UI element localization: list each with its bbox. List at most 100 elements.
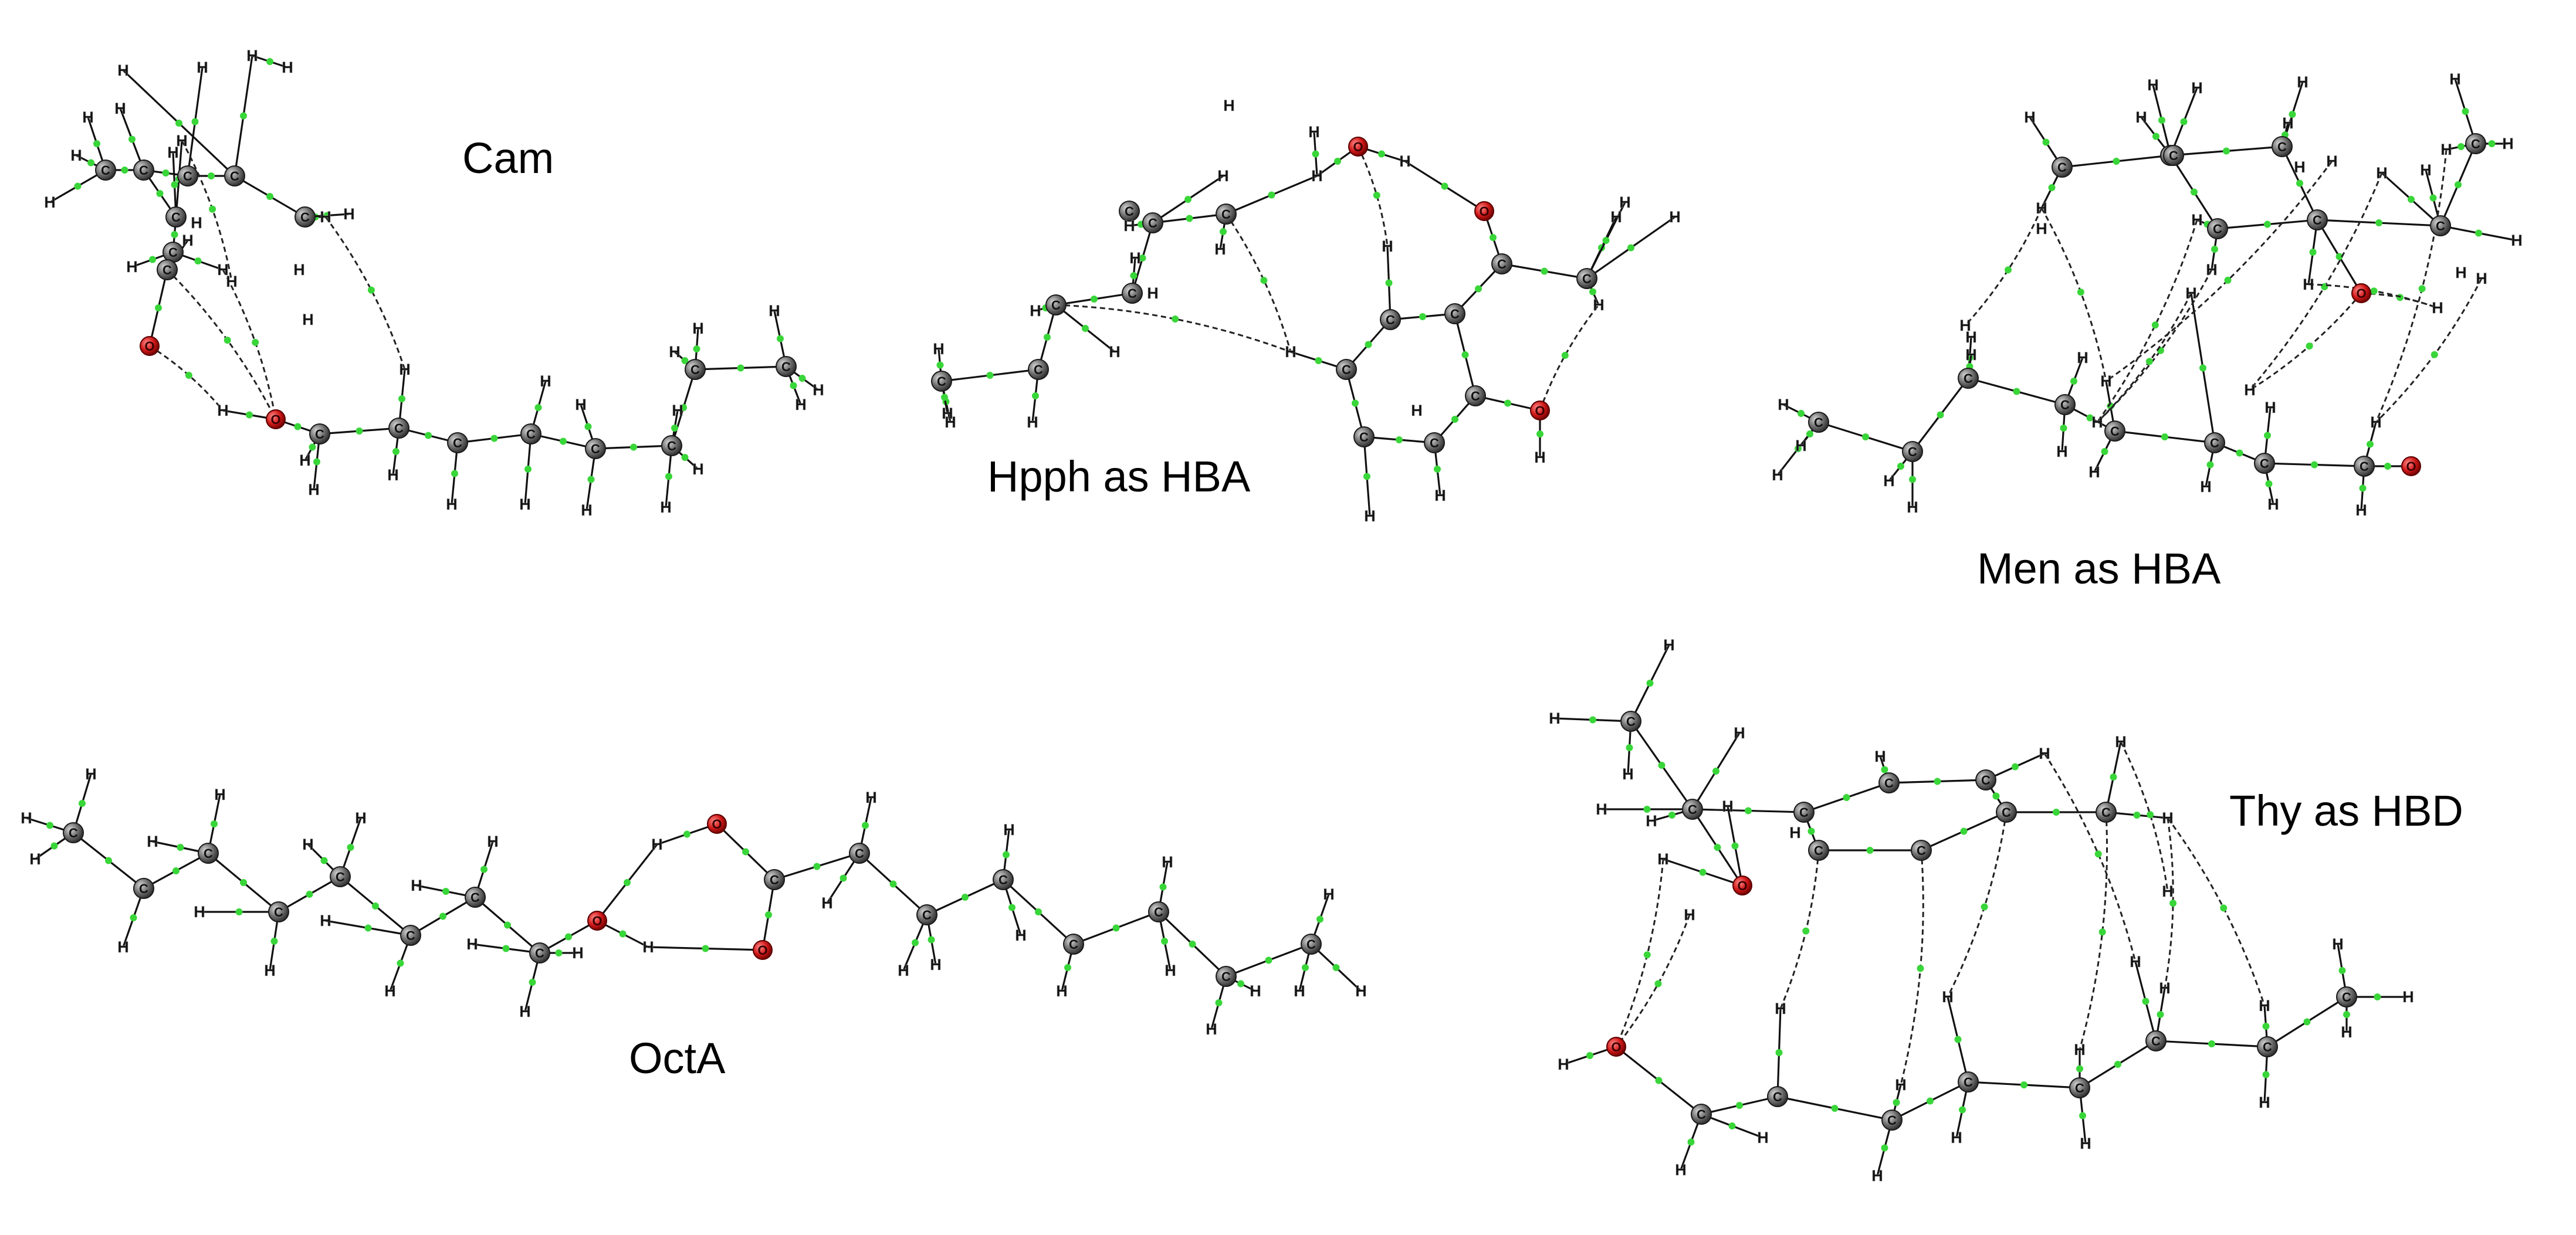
bond-critical-point xyxy=(1728,1122,1736,1129)
svg-text:C: C xyxy=(1884,776,1894,790)
svg-text:C: C xyxy=(101,163,110,178)
bond-critical-point xyxy=(683,830,690,838)
hydrogen-atom: H xyxy=(1734,724,1745,742)
bond-critical-point xyxy=(240,879,247,886)
hydrogen-atom: H xyxy=(2267,496,2279,513)
hydrogen-atom: H xyxy=(2511,232,2523,249)
svg-text:C: C xyxy=(1814,415,1823,430)
hydrogen-atom: H xyxy=(1129,249,1141,267)
bond-critical-point xyxy=(1268,191,1275,199)
svg-text:C: C xyxy=(2210,436,2219,450)
svg-text:C: C xyxy=(1125,204,1134,219)
bond-critical-point xyxy=(1798,410,1805,417)
bond-layer xyxy=(49,55,819,511)
carbon-atom: C xyxy=(224,165,245,186)
bond-critical-point xyxy=(928,936,935,944)
bond-critical-point xyxy=(2367,440,2374,448)
hydrogen-atom: H xyxy=(320,912,331,929)
bond-critical-point xyxy=(442,888,449,895)
bond-critical-point xyxy=(191,118,199,125)
hydrogen-bond xyxy=(2040,208,2107,382)
bond-critical-point xyxy=(1130,272,1138,279)
bond-critical-point xyxy=(765,911,772,918)
oxygen-atom: O xyxy=(140,336,160,356)
svg-text:C: C xyxy=(2342,990,2351,1005)
svg-text:C: C xyxy=(139,163,148,178)
bond-critical-point xyxy=(1044,334,1051,341)
bond-critical-point xyxy=(1643,806,1651,813)
bond-layer xyxy=(1554,644,2408,1176)
bond-critical-point xyxy=(1172,315,1179,323)
carbon-atom: C xyxy=(2145,1030,2167,1051)
carbon-atom: C xyxy=(2069,1077,2090,1098)
svg-text:C: C xyxy=(937,374,946,389)
carbon-atom: C xyxy=(931,371,952,392)
carbon-atom: C xyxy=(309,423,330,445)
svg-text:O: O xyxy=(270,412,280,427)
carbon-atom: C xyxy=(1216,203,1237,225)
oxygen-atom: O xyxy=(587,911,607,931)
carbon-atom: C xyxy=(2336,986,2357,1007)
bond-critical-point xyxy=(2262,1071,2270,1078)
svg-text:C: C xyxy=(1626,714,1636,729)
bond-critical-point xyxy=(2076,1065,2083,1073)
svg-text:O: O xyxy=(1535,403,1545,418)
carbon-atom: C xyxy=(1119,201,1140,222)
hydrogen-atom: H xyxy=(2200,478,2212,496)
bond-critical-point xyxy=(1363,473,1370,480)
bond-critical-point xyxy=(2079,1112,2086,1119)
svg-text:C: C xyxy=(1306,937,1316,952)
bond-critical-point xyxy=(1035,908,1042,915)
bond-critical-point xyxy=(171,181,178,188)
hydrogen-bond xyxy=(1539,304,1600,411)
bond-critical-point xyxy=(2053,809,2060,816)
bond-critical-point xyxy=(1334,158,1341,165)
svg-text:C: C xyxy=(1497,257,1507,272)
hydrogen-atom: H xyxy=(1147,284,1159,302)
bond-critical-point xyxy=(1646,680,1654,687)
svg-text:C: C xyxy=(1908,445,1917,459)
hydrogen-atom: H xyxy=(942,405,953,422)
bond-critical-point xyxy=(1378,150,1385,158)
bond-critical-point xyxy=(2013,388,2020,395)
hydrogen-atom: H xyxy=(1778,396,1789,413)
carbon-atom: C xyxy=(2307,209,2328,230)
carbon-atom: C xyxy=(2104,420,2125,442)
bond-critical-point xyxy=(1536,430,1543,437)
svg-text:C: C xyxy=(2060,398,2070,412)
bond-critical-point xyxy=(504,921,511,929)
hydrogen-atom: H xyxy=(898,962,909,979)
bond-critical-point xyxy=(1714,844,1721,851)
hydrogen-atom: H xyxy=(821,894,833,912)
bond-critical-point xyxy=(1003,851,1010,859)
hydrogen-atom: H xyxy=(1285,343,1297,361)
bond-critical-point xyxy=(1626,744,1633,751)
hydrogen-atom: H xyxy=(1015,927,1027,944)
bond-critical-point xyxy=(665,473,672,480)
bond-critical-point xyxy=(1091,296,1098,303)
hydrogen-atom: H xyxy=(264,962,276,979)
carbon-atom: C xyxy=(1996,802,2017,823)
bond-critical-point xyxy=(1658,762,1666,769)
carbon-atom: C xyxy=(295,206,316,228)
bond-critical-point xyxy=(813,863,821,870)
hydrogen-atom: H xyxy=(1959,317,1971,334)
bond-critical-point xyxy=(451,470,458,477)
bond-critical-point xyxy=(1461,351,1469,358)
svg-text:C: C xyxy=(2277,140,2287,154)
carbon-atom: C xyxy=(95,160,116,181)
hydrogen-atom: H xyxy=(1596,800,1607,818)
hydrogen-atom: H xyxy=(540,372,551,390)
carbon-atom: C xyxy=(776,356,797,377)
carbon-atom: C xyxy=(163,242,184,263)
carbon-atom: C xyxy=(330,866,351,887)
hydrogen-atom: H xyxy=(2244,381,2256,399)
bond-critical-point xyxy=(1561,352,1569,359)
bond-critical-point xyxy=(936,361,944,369)
hydrogen-atom: H xyxy=(2036,220,2047,238)
bond-critical-point xyxy=(2048,184,2056,191)
bond-critical-point xyxy=(1316,915,1323,923)
hydrogen-atom: H xyxy=(384,982,396,1000)
bond-critical-point xyxy=(962,894,969,901)
bond-critical-point xyxy=(266,193,273,200)
